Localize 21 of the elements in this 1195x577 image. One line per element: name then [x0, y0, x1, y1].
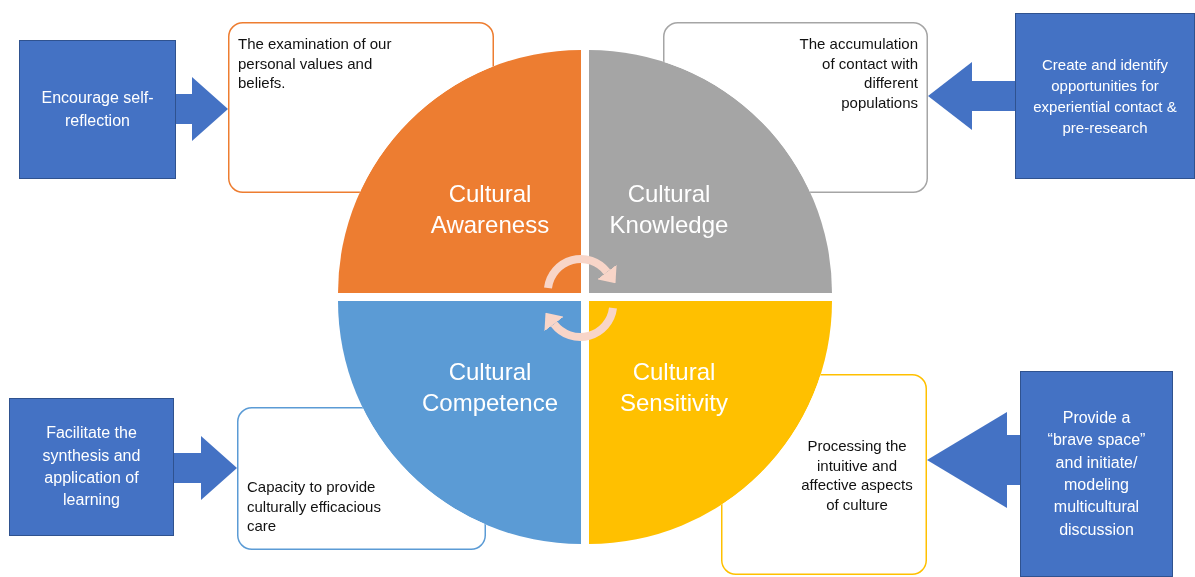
quadrant-label: Cultural Knowledge — [608, 179, 730, 241]
callout-box — [1020, 371, 1173, 577]
callout-box — [1015, 13, 1195, 179]
description-text: Capacity to provide culturally efficacious care — [247, 477, 382, 536]
description-text: The examination of our personal values and beliefs. — [238, 34, 393, 93]
callout-box — [9, 398, 174, 536]
description-text: Processing the intuitive and affective aspects of culture — [800, 436, 914, 514]
quadrant-label: Cultural Awareness — [429, 179, 551, 241]
callout-text: Provide a “brave space” and initiate/ modeling multicultural discussion — [1046, 407, 1147, 540]
block-arrow — [927, 412, 1020, 508]
callout-box — [19, 40, 176, 179]
description-text: The accumulation of contact with different populations — [798, 34, 918, 112]
block-arrow — [176, 77, 228, 141]
quadrant-label: Cultural Sensitivity — [618, 357, 729, 419]
block-arrow — [174, 436, 237, 500]
cycle-arrow — [544, 255, 617, 289]
block-arrow — [928, 62, 1015, 130]
quadrant-label: Cultural Competence — [420, 357, 560, 419]
callout-text: Create and identify opportunities for experiential contact & pre-research — [1032, 55, 1178, 138]
callout-text: Facilitate the synthesis and application of learning — [41, 423, 142, 511]
callout-text: Encourage self-reflection — [40, 88, 155, 131]
